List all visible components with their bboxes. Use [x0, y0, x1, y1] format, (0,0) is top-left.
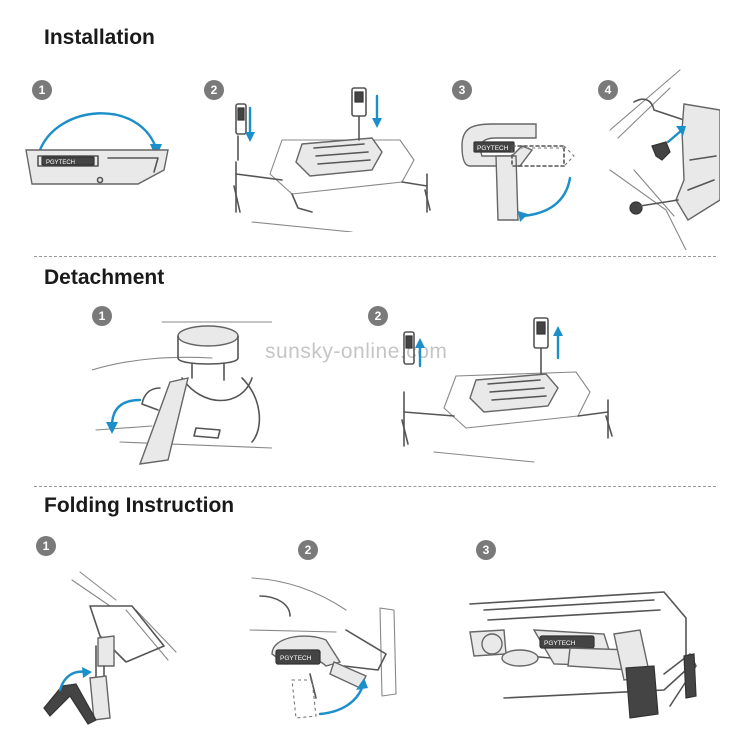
detach-step-1-illustration	[92, 321, 272, 465]
install-3-brand-text: PGYTECH	[477, 145, 509, 152]
install-step-4-badge: 4	[598, 80, 618, 100]
watermark-text: sunsky-online.com	[265, 340, 448, 363]
fold-step-3-badge: 3	[476, 540, 496, 560]
install-step-3-badge: 3	[452, 80, 472, 100]
fold-step-2-illustration: PGYTECH	[249, 577, 397, 719]
install-step-4-illustration	[609, 69, 720, 250]
detach-step-2-badge: 2	[368, 306, 388, 326]
detach-step-2-illustration	[401, 317, 613, 463]
section-divider-1	[34, 256, 716, 257]
detach-step-1-badge: 1	[92, 306, 112, 326]
fold-step-3-illustration: PGYTECH	[469, 591, 697, 719]
fold-step-1-illustration	[43, 571, 177, 725]
folding-title: Folding Instruction	[44, 494, 235, 517]
fold-3-brand-text: PGYTECH	[544, 640, 576, 647]
section-divider-2	[34, 486, 716, 487]
install-step-3-illustration: PGYTECH	[461, 123, 575, 222]
installation-title: Installation	[44, 26, 155, 49]
fold-2-brand-text: PGYTECH	[280, 655, 312, 662]
fold-step-2-badge: 2	[298, 540, 318, 560]
install-1-brand-text: PGYTECH	[46, 160, 75, 166]
detachment-title: Detachment	[44, 266, 165, 289]
install-step-2-illustration	[233, 87, 431, 232]
install-step-2-badge: 2	[204, 80, 224, 100]
install-step-1-badge: 1	[32, 80, 52, 100]
install-step-1-illustration: PGYTECH	[25, 112, 169, 185]
fold-step-1-badge: 1	[36, 536, 56, 556]
